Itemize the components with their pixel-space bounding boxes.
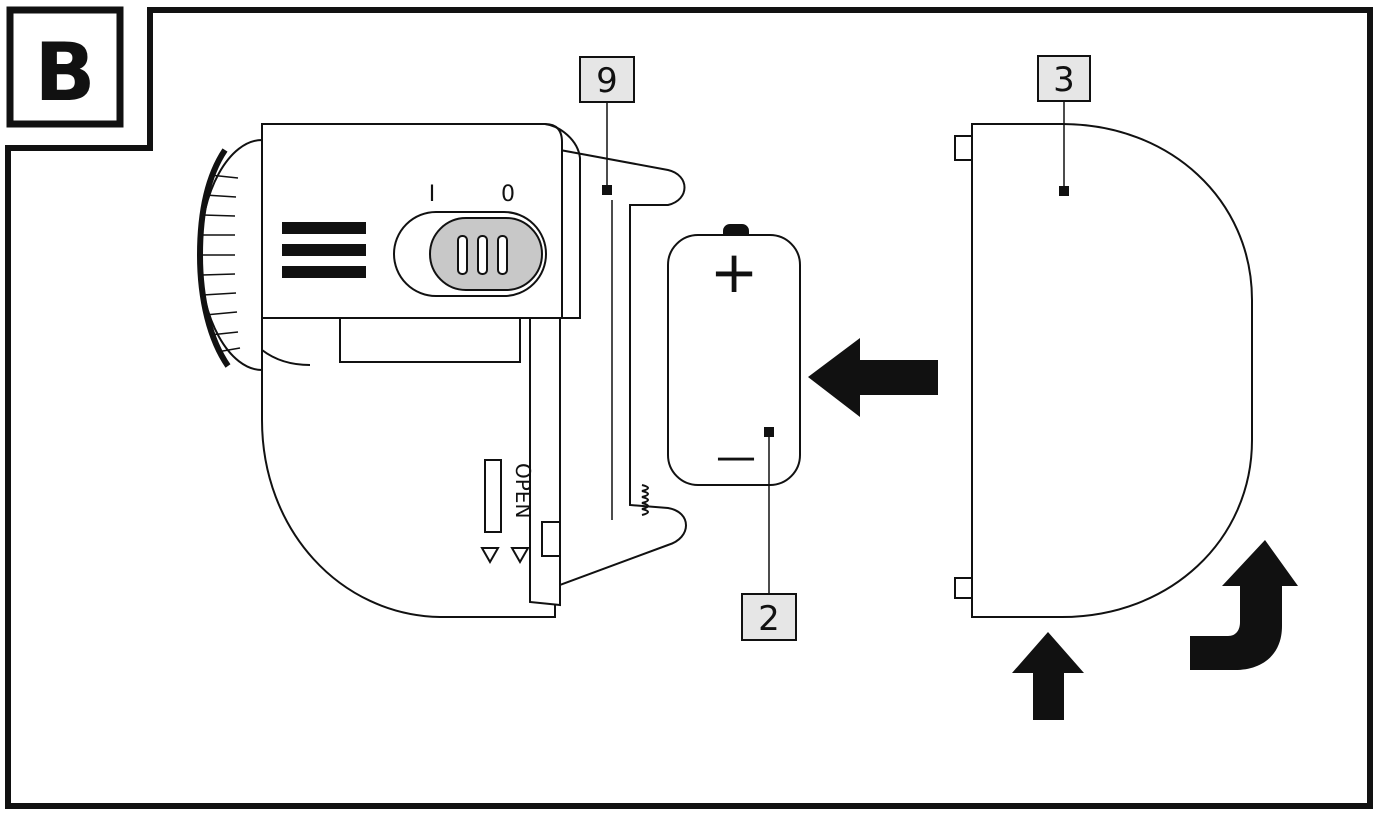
callout-box-9 — [579, 56, 635, 103]
cover-clip-top — [954, 135, 972, 161]
device-lower-body — [261, 317, 556, 618]
device — [196, 123, 687, 618]
battery-plus-sign: + — [710, 238, 759, 306]
grip-line-1 — [282, 222, 366, 234]
panel-letter: B — [35, 26, 96, 119]
open-label: OPEN — [511, 463, 535, 518]
callout-label-3: 3 — [1053, 60, 1075, 100]
curved-rotate-arrow-icon — [1190, 540, 1298, 670]
battery-spring — [641, 484, 649, 516]
switch-on-mark: I — [429, 182, 436, 207]
battery-compartment — [559, 148, 687, 587]
battery-body — [667, 234, 801, 486]
switch-off-mark: 0 — [501, 182, 515, 207]
callout-label-2: 2 — [758, 599, 780, 639]
grip-line-3 — [282, 266, 366, 278]
callout-dot-2 — [764, 427, 774, 437]
cover-body — [971, 123, 1253, 618]
callout-box-2 — [741, 593, 797, 641]
panel-frame — [5, 7, 1373, 809]
push-up-arrow-icon — [1012, 632, 1084, 720]
panel-letter-box — [6, 6, 124, 128]
battery-cover — [954, 123, 1253, 618]
battery-minus-sign: — — [716, 434, 756, 480]
callout-dot-9 — [602, 185, 612, 195]
grip-line-2 — [282, 244, 366, 256]
open-indicator-window — [484, 459, 502, 533]
insert-arrow-left-icon — [808, 338, 938, 417]
cover-clip-bottom — [954, 577, 972, 599]
callout-dot-3 — [1059, 186, 1069, 196]
battery — [667, 224, 801, 486]
callout-label-9: 9 — [596, 61, 618, 101]
callout-box-3 — [1037, 55, 1091, 102]
